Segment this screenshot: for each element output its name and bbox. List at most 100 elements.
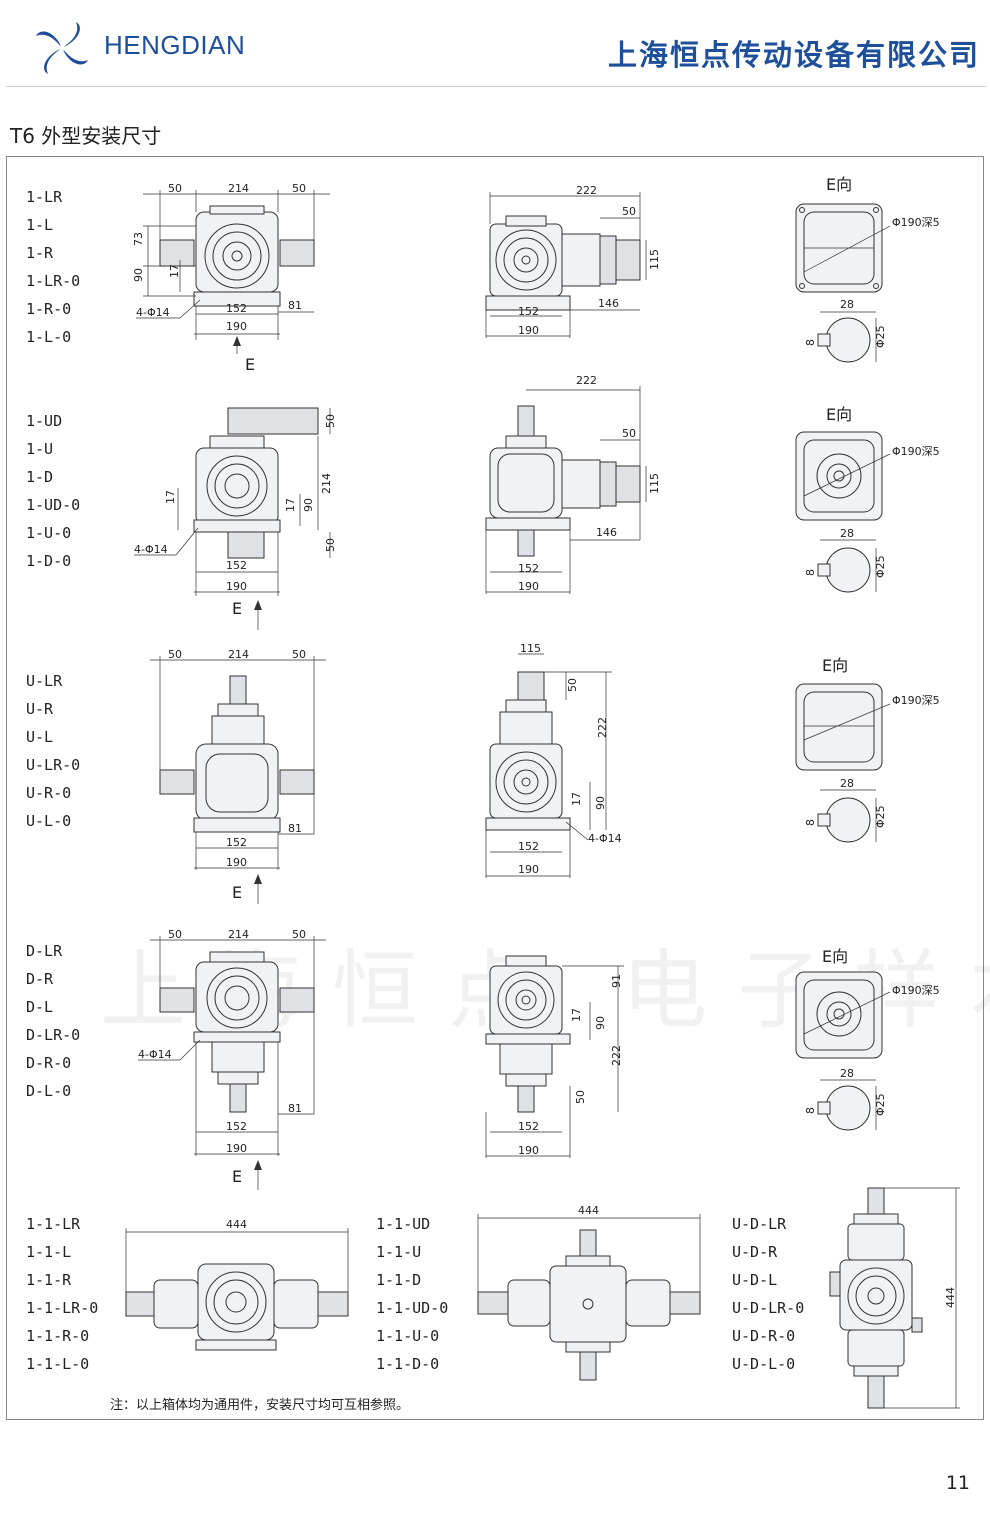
model-label: 1-LR-0: [26, 272, 81, 290]
dim-label: 50: [292, 648, 306, 661]
dim-label: 444: [226, 1218, 247, 1231]
dim-label: 50: [168, 928, 182, 941]
footnote: 注：以上箱体均为通用件，安装尺寸均可互相参照。: [110, 1398, 410, 1413]
model-label: 1-1-R: [26, 1271, 72, 1289]
model-list-group-1: 1-LR 1-L 1-R 1-LR-0 1-R-0 1-L-0: [26, 183, 80, 351]
dim-label: 190: [226, 320, 247, 333]
dim-label: 222: [576, 184, 597, 197]
page-title: T6 外型安装尺寸: [10, 124, 162, 148]
pinwheel-logo-icon: [36, 22, 88, 74]
dim-label: 81: [288, 822, 302, 835]
model-label: 1-R-0: [26, 300, 72, 318]
drawing-row1-front: 50 214 50 73 90 17 4-Φ14 152 190 81 E: [132, 182, 330, 374]
model-label: 1-L: [26, 216, 54, 234]
dim-label: 90: [594, 796, 607, 810]
view-label: E向: [822, 656, 848, 675]
dim-label: 190: [226, 1142, 247, 1155]
drawing-row4-eview: E向 Φ190深5 28 8 Φ25: [795, 947, 940, 1131]
dim-label: 90: [132, 268, 145, 282]
view-arrow-label: E: [232, 883, 242, 902]
model-label: 1-U: [26, 440, 54, 458]
dim-label: 146: [596, 526, 617, 539]
dim-label: 190: [518, 1144, 539, 1157]
dim-label: 90: [302, 498, 315, 512]
dim-label: 152: [518, 562, 539, 575]
model-label: 1-UD: [26, 412, 63, 430]
dim-label: 28: [840, 298, 854, 311]
dim-label: 190: [518, 324, 539, 337]
view-arrow-label: E: [245, 355, 255, 374]
bolt-label: 4-Φ14: [138, 1048, 172, 1061]
dim-label: 222: [610, 1045, 623, 1066]
bore-label: Φ190深5: [892, 445, 940, 458]
dim-label: 28: [840, 777, 854, 790]
shaft-label: Φ25: [874, 805, 887, 828]
dim-label: 190: [226, 856, 247, 869]
model-label: U-D-R: [732, 1243, 778, 1261]
model-label: 1-D: [26, 468, 54, 486]
bolt-label: 4-Φ14: [136, 306, 170, 319]
drawing-bottom-3: 444: [829, 1187, 960, 1409]
model-label: 1-1-U: [376, 1243, 422, 1261]
model-label: D-R: [26, 970, 54, 988]
dim-label: 8: [804, 819, 817, 826]
dim-label: 8: [804, 339, 817, 346]
page-number: 11: [945, 1472, 970, 1494]
dim-label: 115: [648, 249, 661, 270]
shaft-label: Φ25: [874, 1093, 887, 1116]
view-label: E向: [826, 405, 852, 424]
drawing-row4-front: 50 214 50 4-Φ14 152 190 81 E: [138, 928, 326, 1190]
dim-label: 444: [944, 1287, 957, 1308]
drawing-row1-eview: E向 Φ190深5 28 8 Φ25: [795, 175, 940, 363]
page-header: HENGDIAN 上海恒点传动设备有限公司: [0, 0, 990, 88]
model-label: U-D-L: [732, 1271, 778, 1289]
model-label: U-D-L-0: [732, 1355, 796, 1373]
dim-label: 190: [518, 863, 539, 876]
shaft-label: Φ25: [874, 325, 887, 348]
model-label: 1-1-L: [26, 1243, 72, 1261]
model-label: 1-U-0: [26, 524, 72, 542]
dim-label: 17: [570, 792, 583, 806]
bolt-label: 4-Φ14: [134, 543, 168, 556]
dim-label: 152: [518, 305, 539, 318]
dim-label: 73: [132, 232, 145, 246]
model-list-group-4: D-LR D-R D-L D-LR-0 D-R-0 D-L-0: [26, 937, 80, 1105]
model-list-group-3: U-LR U-R U-L U-LR-0 U-R-0 U-L-0: [26, 667, 80, 835]
dim-label: 81: [288, 299, 302, 312]
model-list-group-2: 1-UD 1-U 1-D 1-UD-0 1-U-0 1-D-0: [26, 407, 80, 575]
dim-label: 28: [840, 1067, 854, 1080]
model-label: D-L: [26, 998, 54, 1016]
bore-label: Φ190深5: [892, 216, 940, 229]
dim-label: 190: [518, 580, 539, 593]
model-label: U-D-LR: [732, 1215, 787, 1233]
dim-label: 115: [648, 473, 661, 494]
model-label: D-L-0: [26, 1082, 72, 1100]
model-label: 1-UD-0: [26, 496, 81, 514]
model-label: 1-1-LR-0: [26, 1299, 99, 1317]
dim-label: 90: [594, 1016, 607, 1030]
model-label: 1-1-U-0: [376, 1327, 440, 1345]
drawing-row2-front: 50 214 90 17 50 17 4-Φ14 152 190 E: [134, 407, 337, 630]
drawing-row3-eview: E向 Φ190深5 28 8 Φ25: [795, 656, 940, 843]
shaft-label: Φ25: [874, 555, 887, 578]
drawing-row3-side: 115 50 222 90 17 4-Φ14 152 190: [485, 642, 622, 878]
dim-label: 17: [164, 490, 177, 504]
dim-label: 17: [570, 1008, 583, 1022]
model-label: D-R-0: [26, 1054, 72, 1072]
dim-label: 91: [610, 974, 623, 988]
brand-name: HENGDIAN: [104, 30, 246, 60]
model-list-group-5: 1-1-LR 1-1-L 1-1-R 1-1-LR-0 1-1-R-0 1-1-…: [26, 1210, 98, 1378]
dim-label: 152: [226, 302, 247, 315]
model-label: 1-1-D: [376, 1271, 422, 1289]
dim-label: 81: [288, 1102, 302, 1115]
view-label: E向: [822, 947, 848, 966]
dim-label: 152: [226, 836, 247, 849]
dim-label: 152: [226, 1120, 247, 1133]
drawing-row1-side: 222 50 115 146 152 190: [485, 184, 661, 338]
drawing-row4-side: 91 90 17 222 50 152 190: [485, 955, 624, 1158]
drawing-row2-side: 222 50 115 146 152 190: [485, 374, 661, 594]
dim-label: 152: [518, 840, 539, 853]
dim-label: 115: [520, 642, 541, 655]
dim-label: 214: [320, 473, 333, 494]
